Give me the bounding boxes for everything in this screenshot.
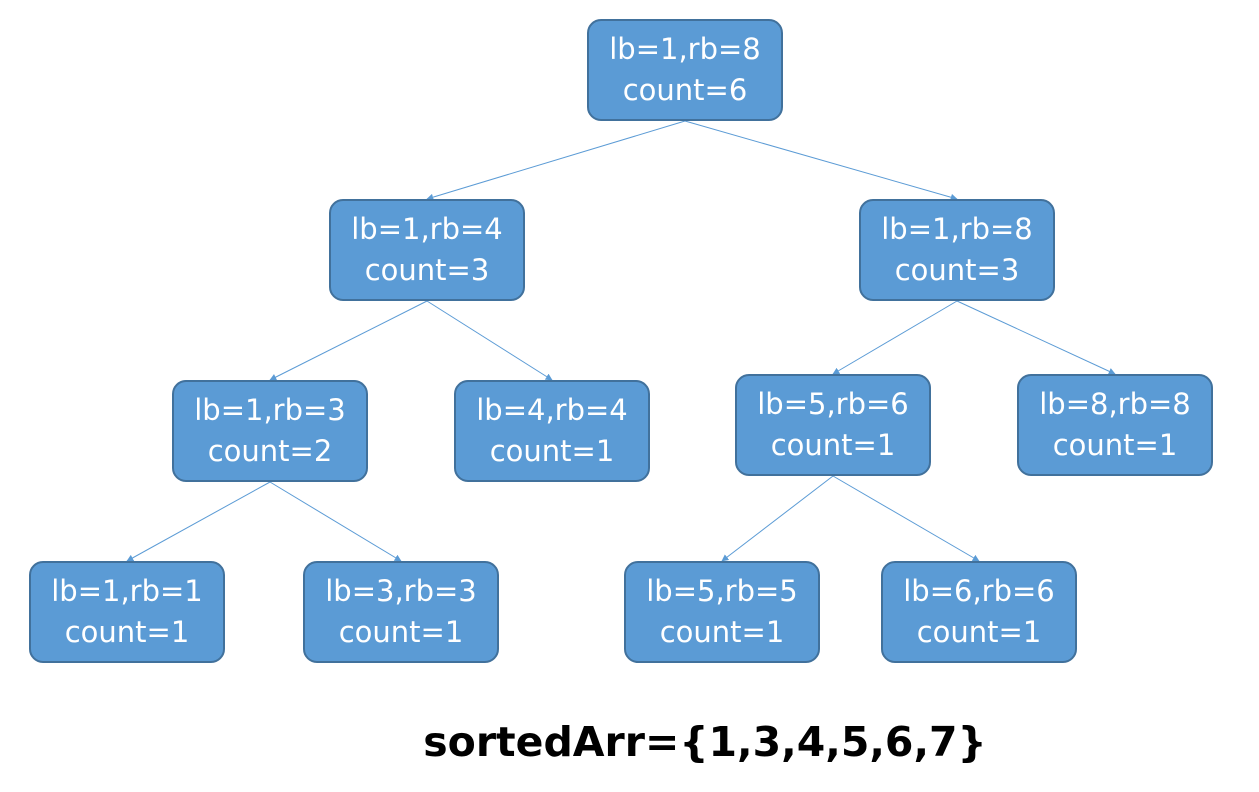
node-range-label: lb=5,rb=6 bbox=[757, 387, 909, 421]
edge-root-r bbox=[684, 120, 958, 201]
node-count-label: count=2 bbox=[207, 434, 333, 468]
edge-l-ll bbox=[269, 300, 428, 381]
node-count-label: count=6 bbox=[622, 73, 748, 107]
node-range-label: lb=4,rb=4 bbox=[476, 393, 628, 427]
sorted-array-caption: sortedArr={1,3,4,5,6,7} bbox=[423, 718, 987, 766]
node-range-label: lb=1,rb=1 bbox=[51, 574, 203, 608]
edge-r-rr bbox=[956, 300, 1116, 375]
edge-root-l bbox=[426, 120, 686, 201]
tree-node-left-right: lb=4,rb=4 count=1 bbox=[454, 380, 650, 482]
edge-ll-llr bbox=[269, 481, 402, 562]
edge-rl-rlr bbox=[832, 475, 980, 562]
node-count-label: count=1 bbox=[916, 615, 1042, 649]
tree-node-left: lb=1,rb=4 count=3 bbox=[329, 199, 525, 301]
edge-l-lr bbox=[426, 300, 553, 381]
tree-node-right-right: lb=8,rb=8 count=1 bbox=[1017, 374, 1213, 476]
node-count-label: count=3 bbox=[364, 253, 490, 287]
edge-r-rl bbox=[832, 300, 958, 375]
node-count-label: count=1 bbox=[659, 615, 785, 649]
node-count-label: count=1 bbox=[338, 615, 464, 649]
node-range-label: lb=5,rb=5 bbox=[646, 574, 798, 608]
node-range-label: lb=1,rb=3 bbox=[194, 393, 346, 427]
tree-node-left-left-right: lb=3,rb=3 count=1 bbox=[303, 561, 499, 663]
node-count-label: count=1 bbox=[64, 615, 190, 649]
tree-node-right-left-right: lb=6,rb=6 count=1 bbox=[881, 561, 1077, 663]
node-range-label: lb=1,rb=8 bbox=[881, 212, 1033, 246]
node-count-label: count=3 bbox=[894, 253, 1020, 287]
edge-ll-lll bbox=[126, 481, 271, 562]
node-count-label: count=1 bbox=[770, 428, 896, 462]
tree-node-right: lb=1,rb=8 count=3 bbox=[859, 199, 1055, 301]
node-range-label: lb=3,rb=3 bbox=[325, 574, 477, 608]
edge-rl-rll bbox=[721, 475, 834, 562]
tree-node-root: lb=1,rb=8 count=6 bbox=[587, 19, 783, 121]
tree-node-right-left-left: lb=5,rb=5 count=1 bbox=[624, 561, 820, 663]
node-range-label: lb=8,rb=8 bbox=[1039, 387, 1191, 421]
node-range-label: lb=1,rb=4 bbox=[351, 212, 503, 246]
tree-node-right-left: lb=5,rb=6 count=1 bbox=[735, 374, 931, 476]
node-count-label: count=1 bbox=[1052, 428, 1178, 462]
node-count-label: count=1 bbox=[489, 434, 615, 468]
tree-node-left-left: lb=1,rb=3 count=2 bbox=[172, 380, 368, 482]
node-range-label: lb=6,rb=6 bbox=[903, 574, 1055, 608]
tree-node-left-left-left: lb=1,rb=1 count=1 bbox=[29, 561, 225, 663]
node-range-label: lb=1,rb=8 bbox=[609, 32, 761, 66]
